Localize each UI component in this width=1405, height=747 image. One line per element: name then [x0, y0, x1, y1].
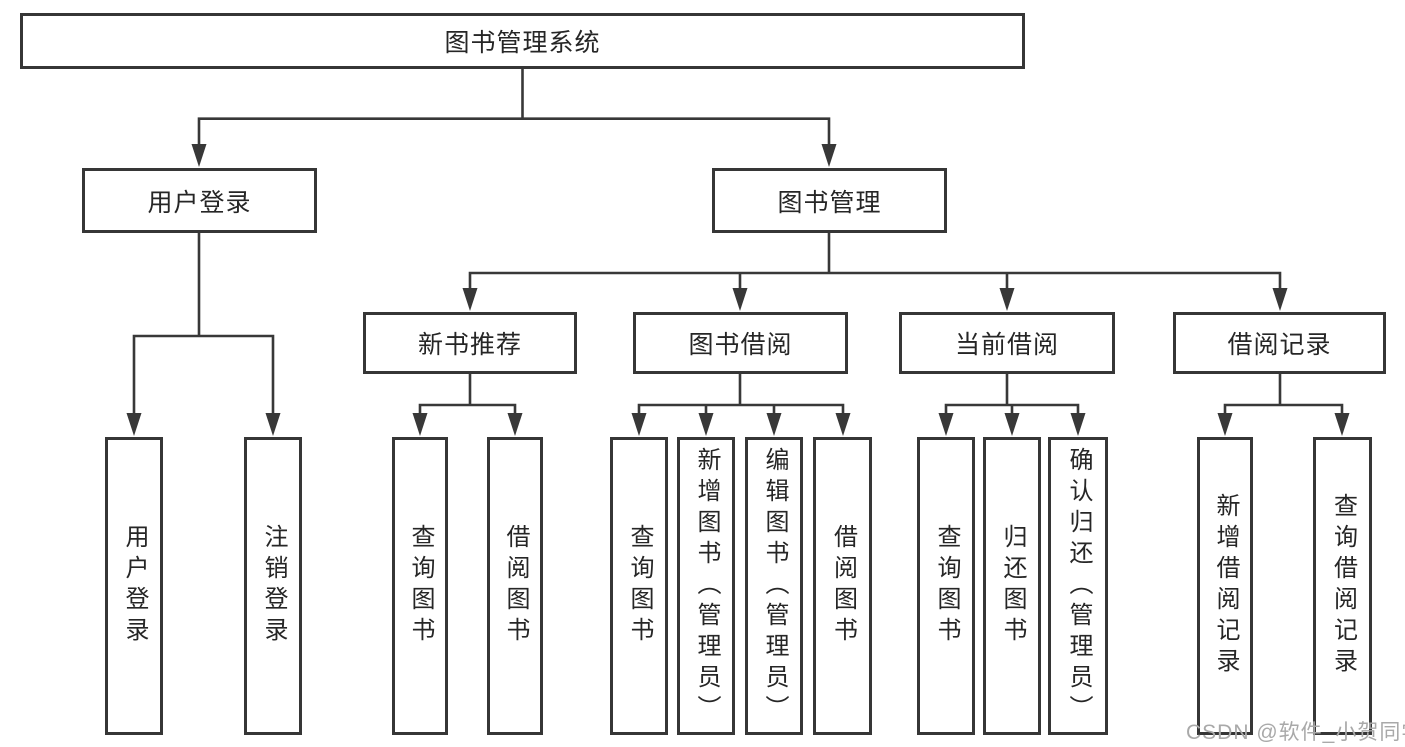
- leaf-edit-book-admin: 编辑图书（管理员）: [745, 437, 803, 735]
- leaf-query-borrow-record: 查询借阅记录: [1313, 437, 1372, 735]
- node-book-borrow-label: 图书借阅: [688, 331, 793, 359]
- leaf-logout: 注销登录: [244, 437, 302, 735]
- leaf-confirm-return-admin-label: 确认归还（管理员）: [1065, 446, 1092, 726]
- leaf-rec-borrow-books: 借阅图书: [487, 437, 543, 735]
- leaf-return-book: 归还图书: [983, 437, 1041, 735]
- leaf-rec-query-books: 查询图书: [392, 437, 448, 735]
- node-new-book-rec-label: 新书推荐: [417, 331, 522, 359]
- node-root-label: 图书管理系统: [444, 29, 601, 57]
- node-root: 图书管理系统: [20, 13, 1025, 69]
- leaf-user-login: 用户登录: [105, 437, 163, 735]
- leaf-current-query-books: 查询图书: [917, 437, 975, 735]
- node-book-mgmt: 图书管理: [712, 168, 947, 233]
- leaf-current-query-books-label: 查询图书: [933, 524, 960, 648]
- leaf-confirm-return-admin: 确认归还（管理员）: [1048, 437, 1108, 735]
- node-user-login: 用户登录: [82, 168, 317, 233]
- leaf-borrow-books-label: 借阅图书: [829, 524, 857, 648]
- node-current-borrow-label: 当前借阅: [954, 331, 1059, 359]
- leaf-logout-label: 注销登录: [260, 524, 287, 648]
- node-new-book-rec: 新书推荐: [363, 312, 577, 374]
- node-borrow-records: 借阅记录: [1173, 312, 1386, 374]
- leaf-edit-book-admin-label: 编辑图书（管理员）: [761, 446, 788, 726]
- leaf-return-book-label: 归还图书: [999, 524, 1026, 648]
- leaf-add-book-admin: 新增图书（管理员）: [677, 437, 735, 735]
- arrowheads: [126, 144, 1350, 436]
- node-current-borrow: 当前借阅: [899, 312, 1115, 374]
- leaf-rec-borrow-books-label: 借阅图书: [502, 524, 529, 648]
- leaf-query-borrow-record-label: 查询借阅记录: [1329, 493, 1357, 679]
- leaf-borrow-query-books: 查询图书: [610, 437, 668, 735]
- node-borrow-records-label: 借阅记录: [1227, 331, 1332, 359]
- leaf-add-book-admin-label: 新增图书（管理员）: [693, 446, 720, 726]
- node-user-login-label: 用户登录: [147, 188, 252, 217]
- node-book-mgmt-label: 图书管理: [777, 188, 882, 217]
- leaf-add-borrow-record-label: 新增借阅记录: [1212, 493, 1239, 679]
- leaf-rec-query-books-label: 查询图书: [407, 524, 434, 648]
- leaf-user-login-label: 用户登录: [121, 524, 148, 648]
- leaf-add-borrow-record: 新增借阅记录: [1197, 437, 1253, 735]
- watermark: CSDN @软件_小贺同学: [1186, 721, 1405, 744]
- leaf-borrow-books: 借阅图书: [813, 437, 872, 735]
- node-book-borrow: 图书借阅: [633, 312, 848, 374]
- leaf-borrow-query-books-label: 查询图书: [626, 524, 653, 648]
